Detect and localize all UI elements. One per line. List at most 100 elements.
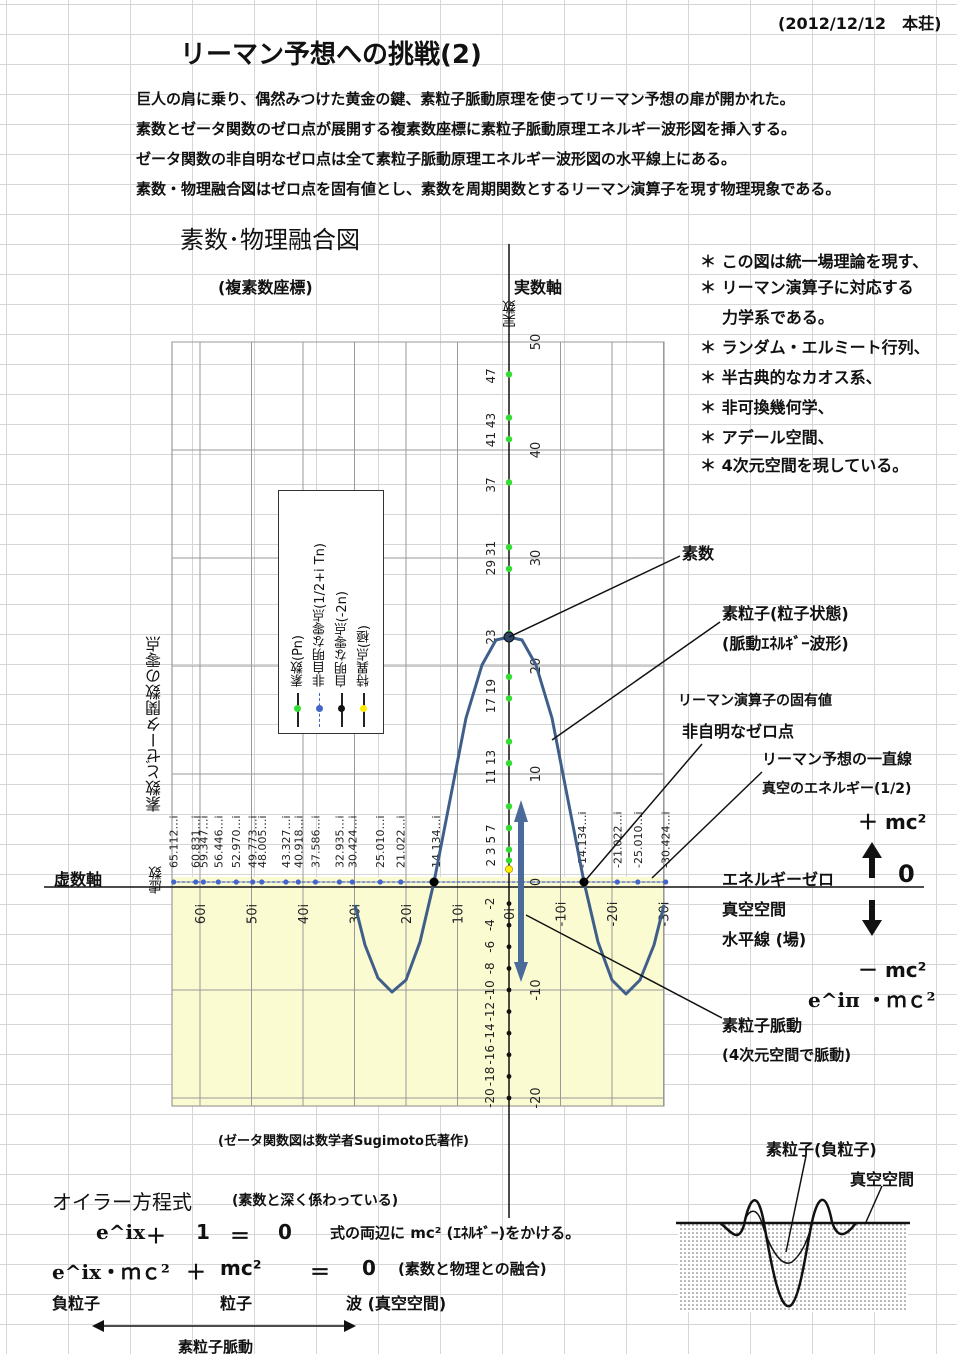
zero-tick-label-16: -21.022…i <box>611 811 624 868</box>
legend-item-2: 自明な零点(-2n) <box>332 497 352 729</box>
eq2-plus: ＋ <box>186 1260 206 1284</box>
trivial-zero-point-9 <box>506 1095 512 1101</box>
complex-plane-label: (複素数座標) <box>218 278 313 297</box>
nontrivial-zero-point-12 <box>377 879 383 885</box>
inset-wave-inner <box>743 1210 813 1264</box>
prime-point-4 <box>505 760 513 767</box>
x-tick-label-8: -20i <box>606 902 621 927</box>
trivial-tick-label-0: -2 <box>483 898 497 910</box>
pulse-arrow-right-head <box>344 1320 356 1332</box>
inset-leader-particle <box>785 1155 807 1253</box>
side-note-6: ＊ 非可換幾何学、 <box>700 398 834 417</box>
intro-line-4: 素数・物理融合図はゼロ点を固有値とし、素数を周期関数とするリーマン演算子を現す物… <box>136 180 841 198</box>
intro-line-1: 巨人の肩に乗り、偶然みつけた黄金の鍵、素粒子脈動原理を使ってリーマン予想の扉が開… <box>136 90 795 108</box>
inset-vacuum-fill <box>678 1224 908 1312</box>
zero-tick-label-13: 21.022…i <box>395 815 408 868</box>
annotation-nontrivial-zero: 非自明なゼロ点 <box>682 722 795 741</box>
zero-tick-label-17: -25.010…i <box>632 811 645 868</box>
real-axis-name: 実数 <box>502 300 518 328</box>
leader-riemann-line <box>651 771 763 879</box>
zero-tick-label-1: 60.831…i <box>190 815 203 868</box>
y-tick-label-1: -10 <box>529 979 544 1000</box>
nontrivial-zero-point-2 <box>200 879 206 885</box>
prime-point-2 <box>505 824 513 832</box>
zero-tick-label-3: 56.446…i <box>212 815 225 868</box>
intro-line-3: ゼータ関数の非自明なゼロ点は全て素粒子脈動原理エネルギー波形図の水平線上にある。 <box>136 150 737 168</box>
prime-point-3 <box>505 803 513 810</box>
nontrivial-zero-point-3 <box>215 879 221 885</box>
label-wave: 波 (真空空間) <box>346 1294 447 1313</box>
vacuum-region <box>172 877 664 1106</box>
legend-label: 特異点(極) <box>357 624 372 687</box>
trivial-zero-point-7 <box>506 1052 512 1058</box>
date-stamp: (2012/12/12 本荘) <box>778 14 942 33</box>
nontrivial-zero-point-9 <box>312 879 319 885</box>
prime-point-5 <box>505 738 513 745</box>
real-axis-label: 実数軸 <box>514 278 563 297</box>
trivial-tick-label-5: -12 <box>483 1002 497 1022</box>
legend-box: 素数(Pn)非自明な零点(1/2+i Tn)自明な零点(-2n)特異点(極) <box>278 490 384 734</box>
zero-tick-label-6: 48.005…i <box>256 815 269 868</box>
eq2-note: (素数と物理との融合) <box>398 1260 547 1278</box>
prime-point-6 <box>505 695 513 702</box>
trivial-zero-point-3 <box>506 966 512 971</box>
inset-wave <box>719 1198 857 1308</box>
annotation-riemann-line: リーマン予想の一直線 <box>762 750 913 768</box>
prime-tick-label-7: 41 43 <box>484 413 498 447</box>
zero-tick-label-10: 32.935…i <box>333 815 346 868</box>
nontrivial-zero-point-5 <box>250 879 256 885</box>
legend-label: 自明な零点(-2n) <box>335 590 350 687</box>
nontrivial-zero-point-16 <box>614 879 620 885</box>
trivial-tick-label-9: -20 <box>483 1088 497 1108</box>
leader-particle-pulse <box>525 914 723 1019</box>
prime-point-13 <box>505 414 513 421</box>
annotation-pulse-4d: (4次元空間で脈動) <box>722 1046 852 1064</box>
side-note-8: ＊ 4次元空間を現している。 <box>700 456 909 475</box>
legend-item-1: 非自明な零点(1/2+i Tn) <box>310 497 330 729</box>
up-arrow-head <box>862 842 882 858</box>
legend-swatch-dot <box>316 705 323 712</box>
page-title: リーマン予想への挑戦(2) <box>180 40 482 70</box>
prime-tick-label-6: 37 <box>484 477 498 492</box>
x-tick-label-4: 20i <box>400 904 415 924</box>
prime-tick-label-2: 11 13 <box>484 750 498 784</box>
zero-tick-label-7: 43.327…i <box>280 815 293 868</box>
euler-heading: オイラー方程式 <box>52 1190 192 1214</box>
nontrivial-zero-point-0 <box>171 879 177 885</box>
trivial-zero-point-6 <box>506 1030 512 1036</box>
nontrivial-zero-point-8 <box>295 879 301 885</box>
trivial-zero-point-4 <box>506 987 512 993</box>
side-note-1: ＊ この図は統一場理論を現す、 <box>700 252 929 271</box>
intro-line-2: 素数とゼータ関数のゼロ点が展開する複素数座標に素粒子脈動原理エネルギー波形図を挿… <box>136 120 797 138</box>
nontrivial-zero-point-1 <box>193 879 199 885</box>
zero-tick-label-18: -30.424…i <box>660 811 673 868</box>
eq1-plus: ＋ <box>146 1224 166 1248</box>
annotation-plus-mc2: ＋ mc² <box>858 810 927 834</box>
prime-point-1 <box>505 846 513 853</box>
eq2-mc2: mc² <box>220 1256 262 1280</box>
zero-tick-label-11: 30.424…i <box>346 815 359 868</box>
pulse-arrow-head-up <box>514 800 528 822</box>
annotation-particle-state: 素粒子(粒子状態) <box>722 604 849 623</box>
legend-swatch-dot <box>294 705 301 712</box>
imag-axis-label: 虚数軸 <box>54 870 103 889</box>
eq1-note: 式の両辺に mc² (ｴﾈﾙｷﾞｰ)をかける。 <box>330 1224 581 1242</box>
trivial-tick-label-6: -14 <box>483 1023 497 1043</box>
trivial-zero-point-0 <box>506 901 512 906</box>
legend-label: 非自明な零点(1/2+i Tn) <box>313 543 328 687</box>
label-particle-pulse: 素粒子脈動 <box>178 1338 254 1356</box>
trivial-tick-label-2: -6 <box>483 941 497 953</box>
nontrivial-zero-point-4 <box>233 879 239 885</box>
annotation-zero: 0 <box>898 860 915 888</box>
side-note-3: 力学系である。 <box>722 308 834 327</box>
eq1-term1: e^ix <box>96 1220 146 1244</box>
zero-tick-label-12: 25.010…i <box>374 815 387 868</box>
prime-point-7 <box>505 673 513 680</box>
credit-note: (ゼータ関数図は数学者Sugimoto氏著作) <box>218 1134 469 1149</box>
annotation-prime: 素数 <box>682 544 715 563</box>
x-tick-label-5: 10i <box>452 904 467 924</box>
prime-point-9 <box>505 565 513 572</box>
x-tick-label-1: 50i <box>246 904 261 924</box>
zero-tick-label-8: 40.918…i <box>292 815 305 868</box>
